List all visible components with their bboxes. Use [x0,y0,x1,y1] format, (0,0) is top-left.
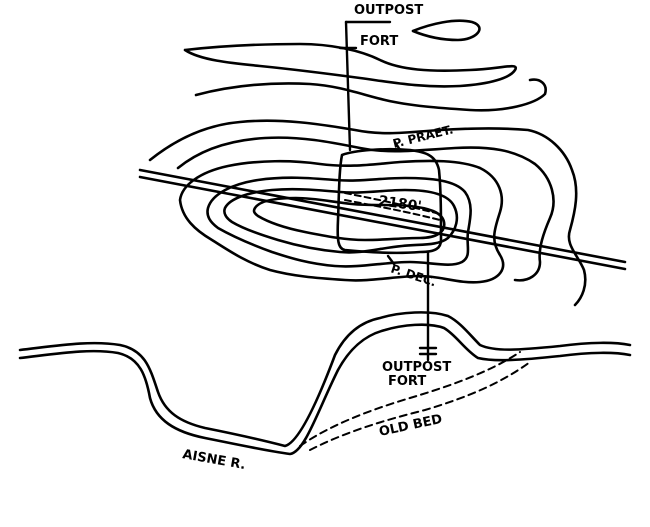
porta-praetoria-label: P. PRAET. [391,122,454,151]
camp-rampart [336,147,443,255]
contour-line [148,119,587,307]
river-label: AISNE R. [181,447,246,473]
dashed-line [344,199,441,221]
road-edge [138,175,627,271]
gate-tick [386,254,396,266]
dashed-line [344,192,441,215]
elevation-label: 2180' [377,193,422,215]
contour-line [194,78,547,112]
outpost-south-label-line2: FORT [388,374,426,389]
outpost-south-label-line1: OUTPOST [382,360,451,375]
outpost-north-label-line2: FORT [360,34,398,49]
contour-line [178,159,505,284]
contour-lines [148,19,587,307]
old-bed-label: OLD BED [378,412,444,440]
old-river-bed [299,351,521,447]
old-river-bed [309,361,531,451]
contour-line [411,19,481,42]
north-connector [344,20,352,152]
aisne-river [18,311,632,456]
outpost-connectors [338,20,438,362]
camp-outline [336,147,443,255]
contour-line [183,42,518,88]
outpost-north-label-line1: OUTPOST [354,3,423,18]
road-edge [138,168,627,264]
porta-decumana-label: P. DEC. [389,262,438,290]
contour-line [223,187,459,254]
gate-tick [393,140,402,152]
river-bank-north [18,311,632,448]
contour-line [206,176,472,268]
via-principalis [344,192,441,221]
contour-line [176,136,555,282]
roman-road [138,168,627,271]
river-bank-south [18,323,632,456]
